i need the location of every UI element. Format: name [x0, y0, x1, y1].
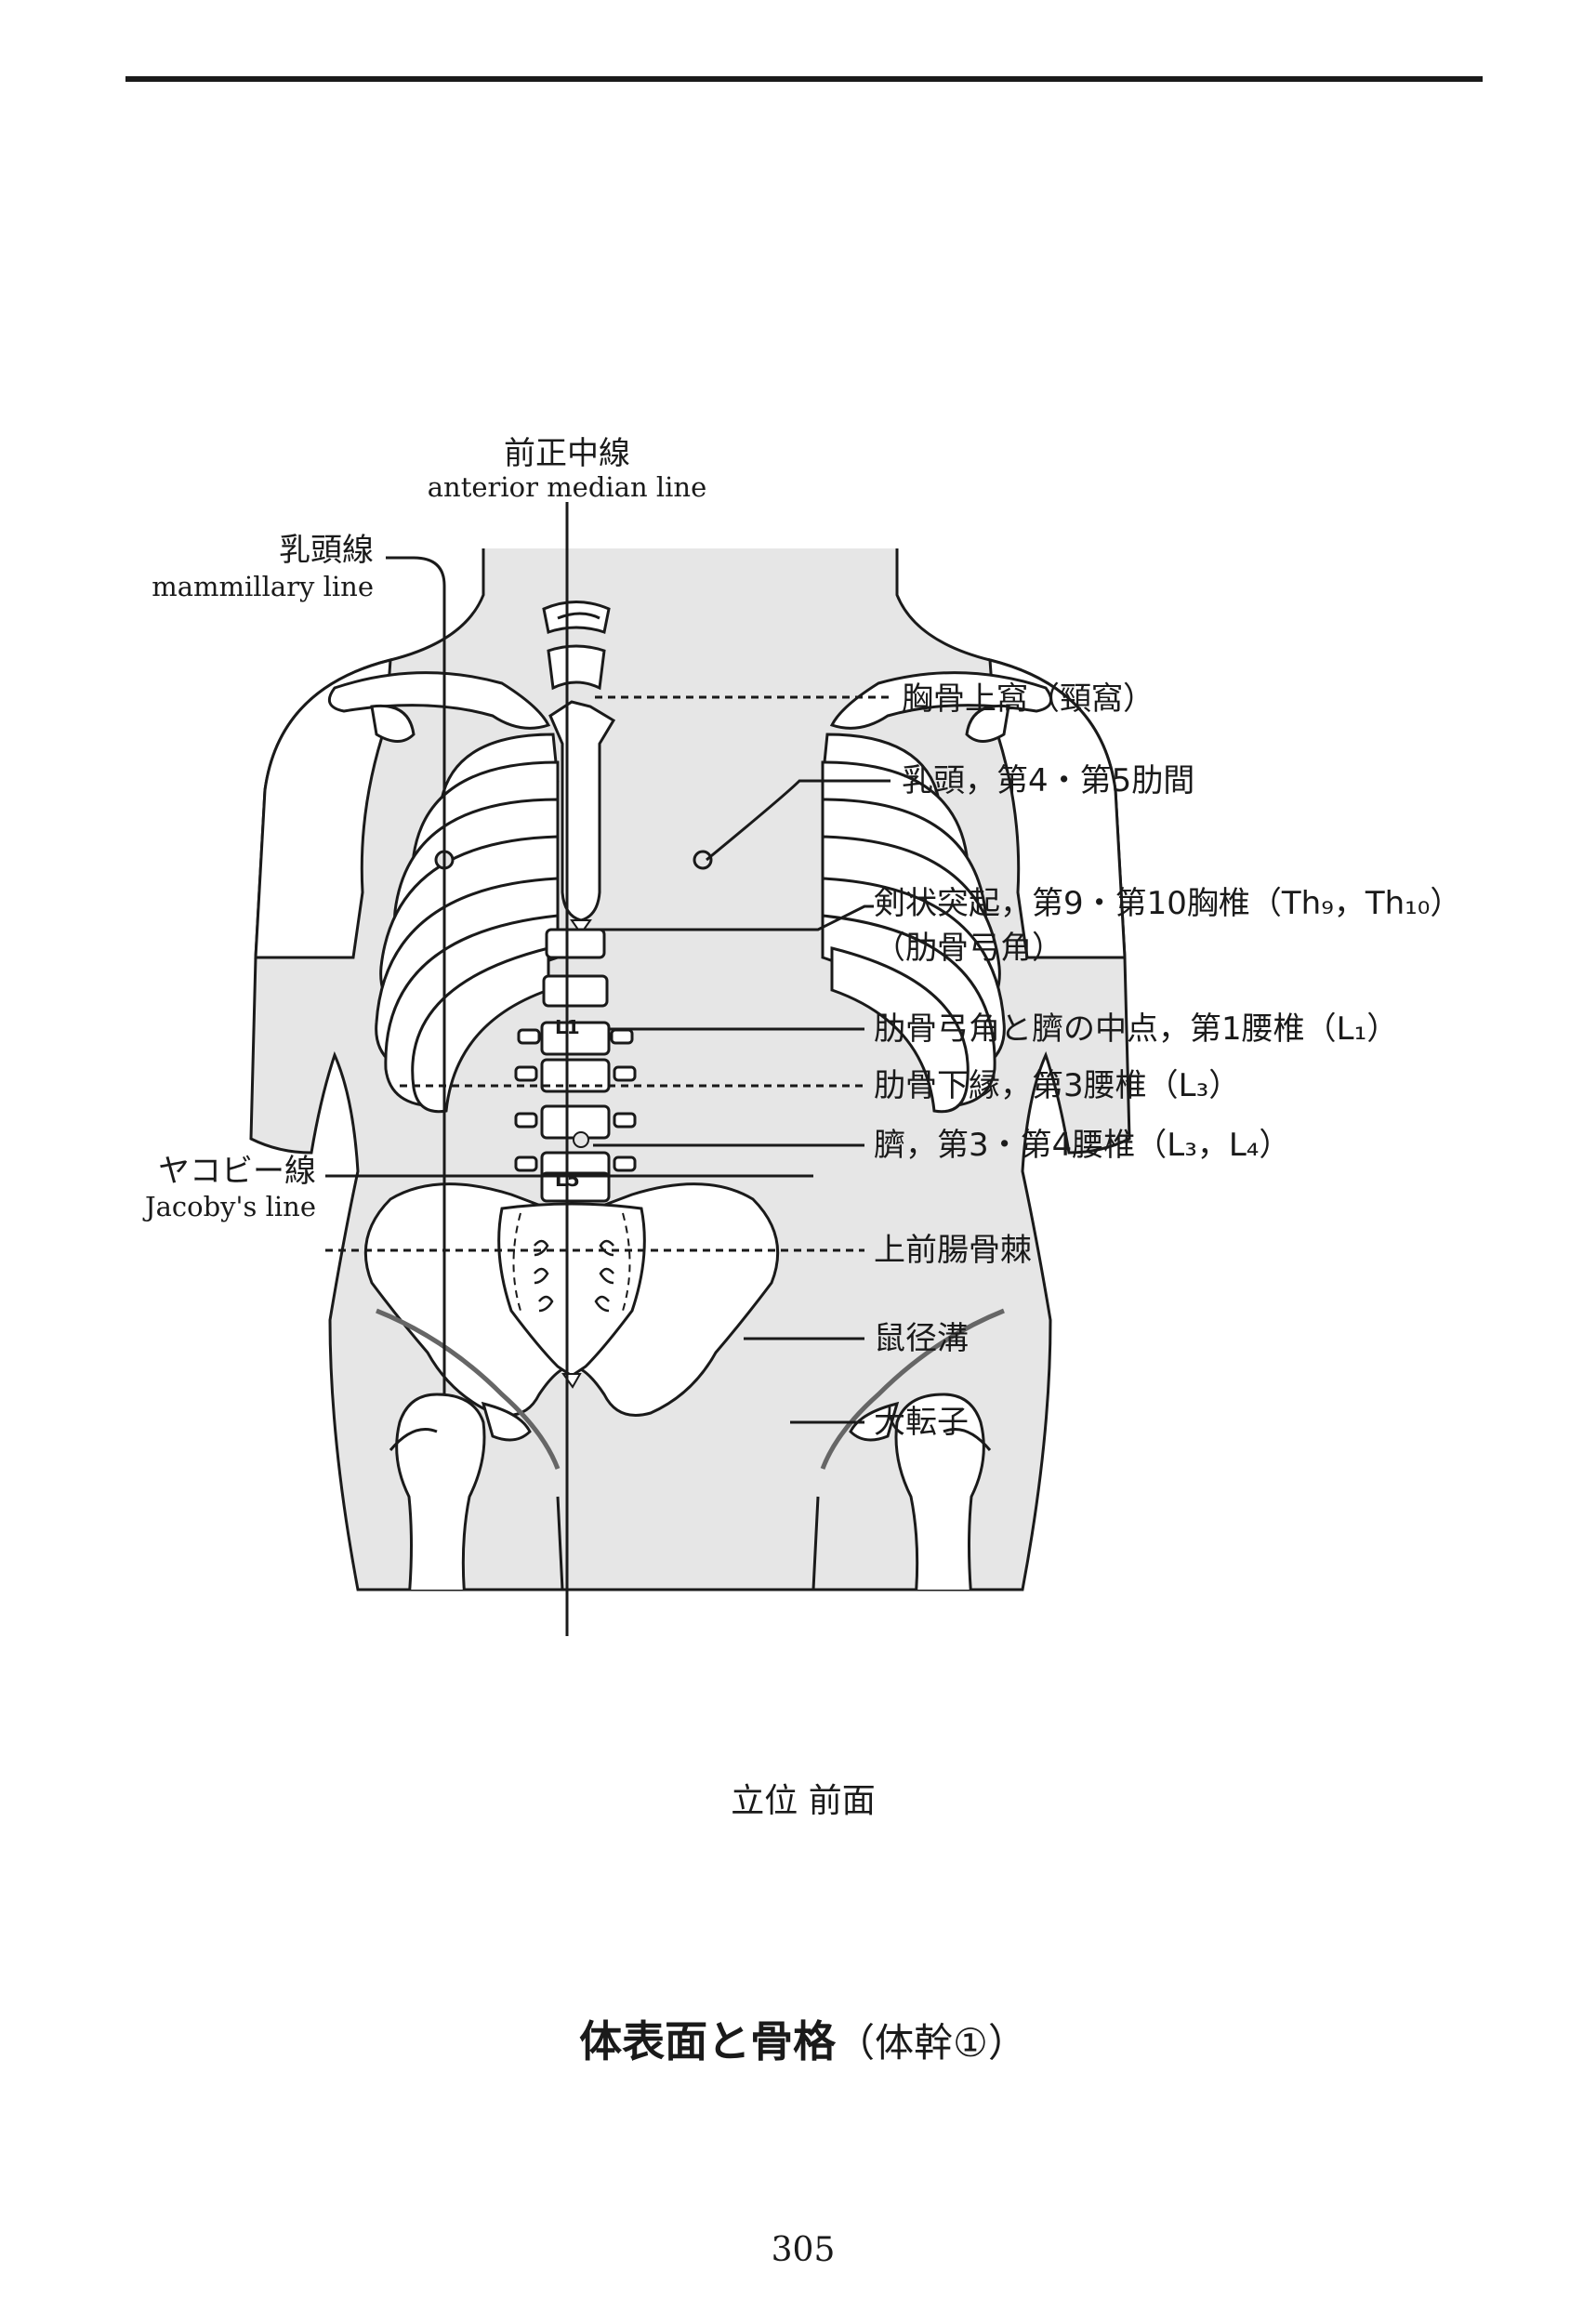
section-title-sub: （体幹①）	[836, 2020, 1027, 2066]
section-title-main: 体表面と骨格	[579, 2016, 837, 2067]
nipple-leader	[706, 779, 891, 862]
jacoby-line-label-jp: ヤコビー線	[158, 1153, 316, 1190]
figure-caption: 立位 前面	[731, 1782, 876, 1820]
lumbar-spine	[514, 928, 637, 1203]
sacrum	[497, 1202, 646, 1378]
left-clavicle	[327, 671, 551, 730]
torso-skeleton-figure: L1 L5	[249, 502, 1131, 1636]
inguinal-label: 鼠径溝	[874, 1320, 969, 1357]
right-clavicle	[829, 671, 1053, 730]
neck-vertebra-1	[542, 601, 611, 634]
right-inguinal-groove	[820, 1308, 1005, 1470]
midpoint-label: 肋骨弓角と臍の中点，第1腰椎（L₁）	[874, 1010, 1399, 1048]
right-femur	[894, 1393, 985, 1590]
xiphoid-label: 剣状突起，第9・第10胸椎（Th₉，Th₁₀）	[874, 885, 1462, 922]
umbilicus	[573, 1131, 589, 1148]
right-shoulder-joint	[965, 704, 1010, 743]
left-femoral-head	[481, 1401, 532, 1442]
suprasternal-label: 胸骨上窩（頸窩）	[902, 680, 1154, 718]
section-title: 体表面と骨格（体幹①）	[579, 2008, 1027, 2069]
sacral-foramina	[534, 1239, 614, 1313]
neck-vertebra-3	[547, 644, 606, 691]
top-rule	[125, 76, 1483, 82]
costal-margin-label: 肋骨下縁，第3腰椎（L₃）	[874, 1067, 1241, 1104]
neck-vertebra-2	[557, 612, 600, 620]
right-femoral-head	[849, 1401, 900, 1442]
mammillary-line-label-en: mammillary line	[152, 571, 374, 602]
median-line-label-jp: 前正中線	[504, 435, 630, 472]
left-femur	[395, 1393, 486, 1590]
jacoby-line-label-en: Jacoby's line	[144, 1191, 316, 1222]
mammillary-leader	[386, 556, 446, 587]
left-inguinal-groove	[376, 1308, 561, 1470]
right-nipple	[693, 850, 713, 870]
umbilicus-label: 臍，第3・第4腰椎（L₃，L₄）	[874, 1127, 1291, 1164]
crotch-gap	[556, 1496, 820, 1591]
xiphoid-leader	[586, 905, 874, 931]
costal-angle-label: （肋骨弓角）	[874, 930, 1063, 967]
nipple-label: 乳頭，第4・第5肋間	[902, 762, 1195, 799]
asis-label: 上前腸骨棘	[874, 1232, 1032, 1269]
page-number: 305	[771, 2231, 836, 2269]
left-shoulder-joint	[370, 704, 416, 743]
median-line-label-en: anterior median line	[427, 471, 707, 503]
trochanter-label: 大転子	[874, 1404, 969, 1441]
mammillary-line-label-jp: 乳頭線	[279, 532, 374, 569]
